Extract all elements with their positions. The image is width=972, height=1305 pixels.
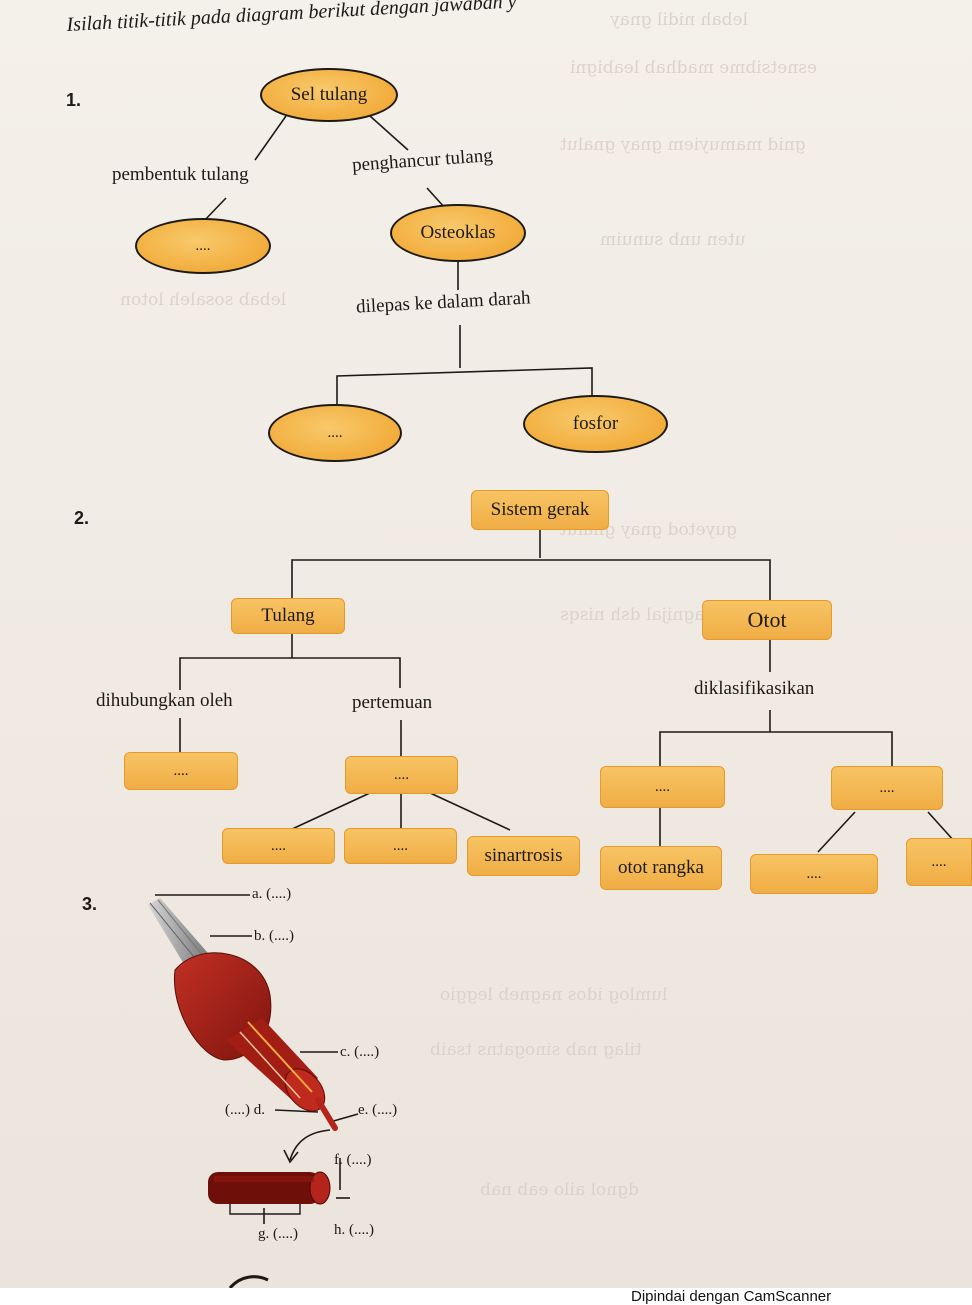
blank-persendian[interactable]: .... [345, 756, 458, 794]
node-osteoklas: Osteoklas [390, 204, 526, 262]
label-g[interactable]: g. (....) [258, 1226, 298, 1242]
blank-otot-type-1[interactable]: .... [600, 766, 725, 808]
node-tulang: Tulang [231, 598, 345, 634]
section-number: 3. [82, 894, 98, 914]
blank-otot-type-2[interactable]: .... [831, 766, 943, 810]
label-pertemuan: pertemuan [352, 692, 433, 713]
node-fosfor: fosfor [523, 395, 668, 453]
label-c[interactable]: c. (....) [340, 1044, 380, 1060]
footer-text: Dipindai dengan CamScanner [631, 1288, 832, 1305]
blank-sendi-2[interactable]: .... [344, 828, 457, 864]
blank-ligamen[interactable]: .... [124, 752, 238, 790]
label-a[interactable]: a. (....) [252, 886, 292, 902]
scanner-footer: Dipindai dengan CamScanner [0, 1288, 972, 1305]
label-e[interactable]: e. (....) [358, 1102, 398, 1118]
section-number: 2. [74, 508, 90, 528]
label-d[interactable]: (....) d. [225, 1102, 265, 1118]
blank-osteoblas[interactable]: .... [135, 218, 271, 274]
node-sel-tulang: Sel tulang [260, 68, 398, 122]
label-h[interactable]: h. (....) [334, 1222, 374, 1238]
label-f[interactable]: f. (....) [334, 1152, 372, 1168]
node-otot-rangka: otot rangka [600, 846, 722, 890]
node-sistem-gerak: Sistem gerak [471, 490, 609, 530]
label-pembentuk-tulang: pembentuk tulang [112, 164, 249, 185]
label-diklasifikasikan: diklasifikasikan [694, 678, 815, 699]
node-otot: Otot [702, 600, 832, 640]
blank-otot-sub-2[interactable]: .... [906, 838, 972, 886]
label-b[interactable]: b. (....) [254, 928, 294, 944]
node-sinartrosis: sinartrosis [467, 836, 580, 876]
blank-otot-sub-1[interactable]: .... [750, 854, 878, 894]
section-number: 1. [66, 90, 82, 110]
blank-sendi-1[interactable]: .... [222, 828, 335, 864]
label-dihubungkan-oleh: dihubungkan oleh [96, 690, 233, 711]
blank-mineral[interactable]: .... [268, 404, 402, 462]
